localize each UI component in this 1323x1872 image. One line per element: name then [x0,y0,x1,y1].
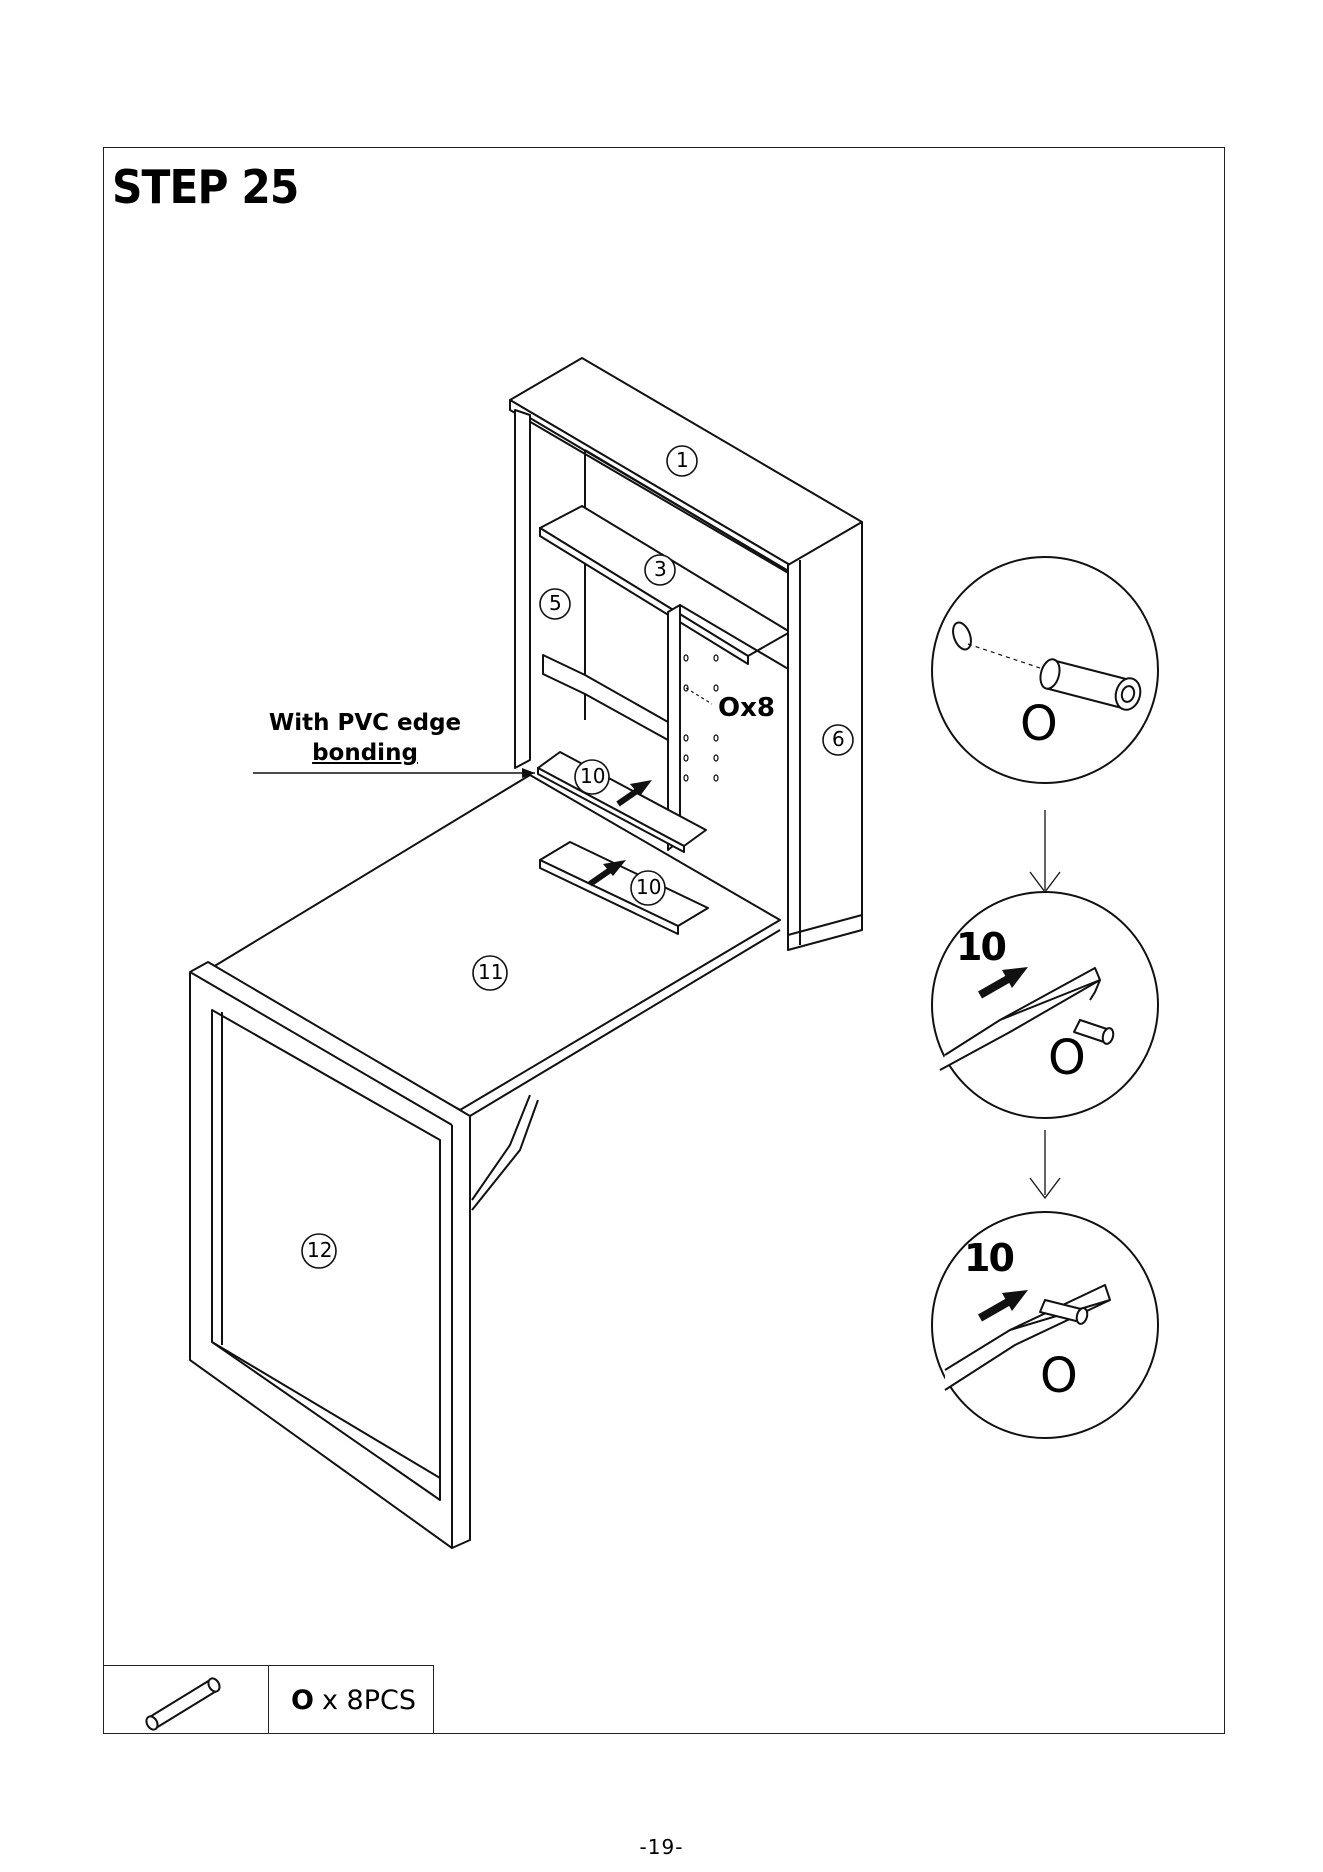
back-rail [543,655,668,740]
detail-bottom-part: 10 [964,1236,1013,1280]
detail-top-letter: O [1020,696,1058,752]
detail-bottom-letter: O [1040,1348,1078,1404]
hardware-quantity: x 8PCS [322,1685,416,1716]
detail-middle-letter: O [1048,1030,1086,1086]
part-label-1: 1 [676,448,689,472]
part-label-3: 3 [654,557,667,581]
hardware-code: O [291,1685,314,1716]
cabinet-left-side [515,410,530,768]
hardware-table: O x 8PCS [103,1665,434,1734]
hardware-callout: Ox8 [718,693,775,723]
part-label-5: 5 [549,591,562,615]
detail-middle-part: 10 [956,925,1005,969]
part-label-6: 6 [832,727,845,751]
page-number: -19- [0,1835,1323,1859]
part-label-10-lower: 10 [636,875,661,899]
part-label-11: 11 [478,960,503,984]
pvc-label-line2: bonding [250,738,480,768]
pvc-edge-annotation: With PVC edge bonding [250,708,480,768]
part-label-12: 12 [307,1238,332,1262]
hardware-text-cell: O x 8PCS [269,1666,433,1734]
part-label-10-upper: 10 [580,764,605,788]
pvc-label-line1: With PVC edge [250,708,480,738]
hardware-image-cell [103,1666,269,1734]
